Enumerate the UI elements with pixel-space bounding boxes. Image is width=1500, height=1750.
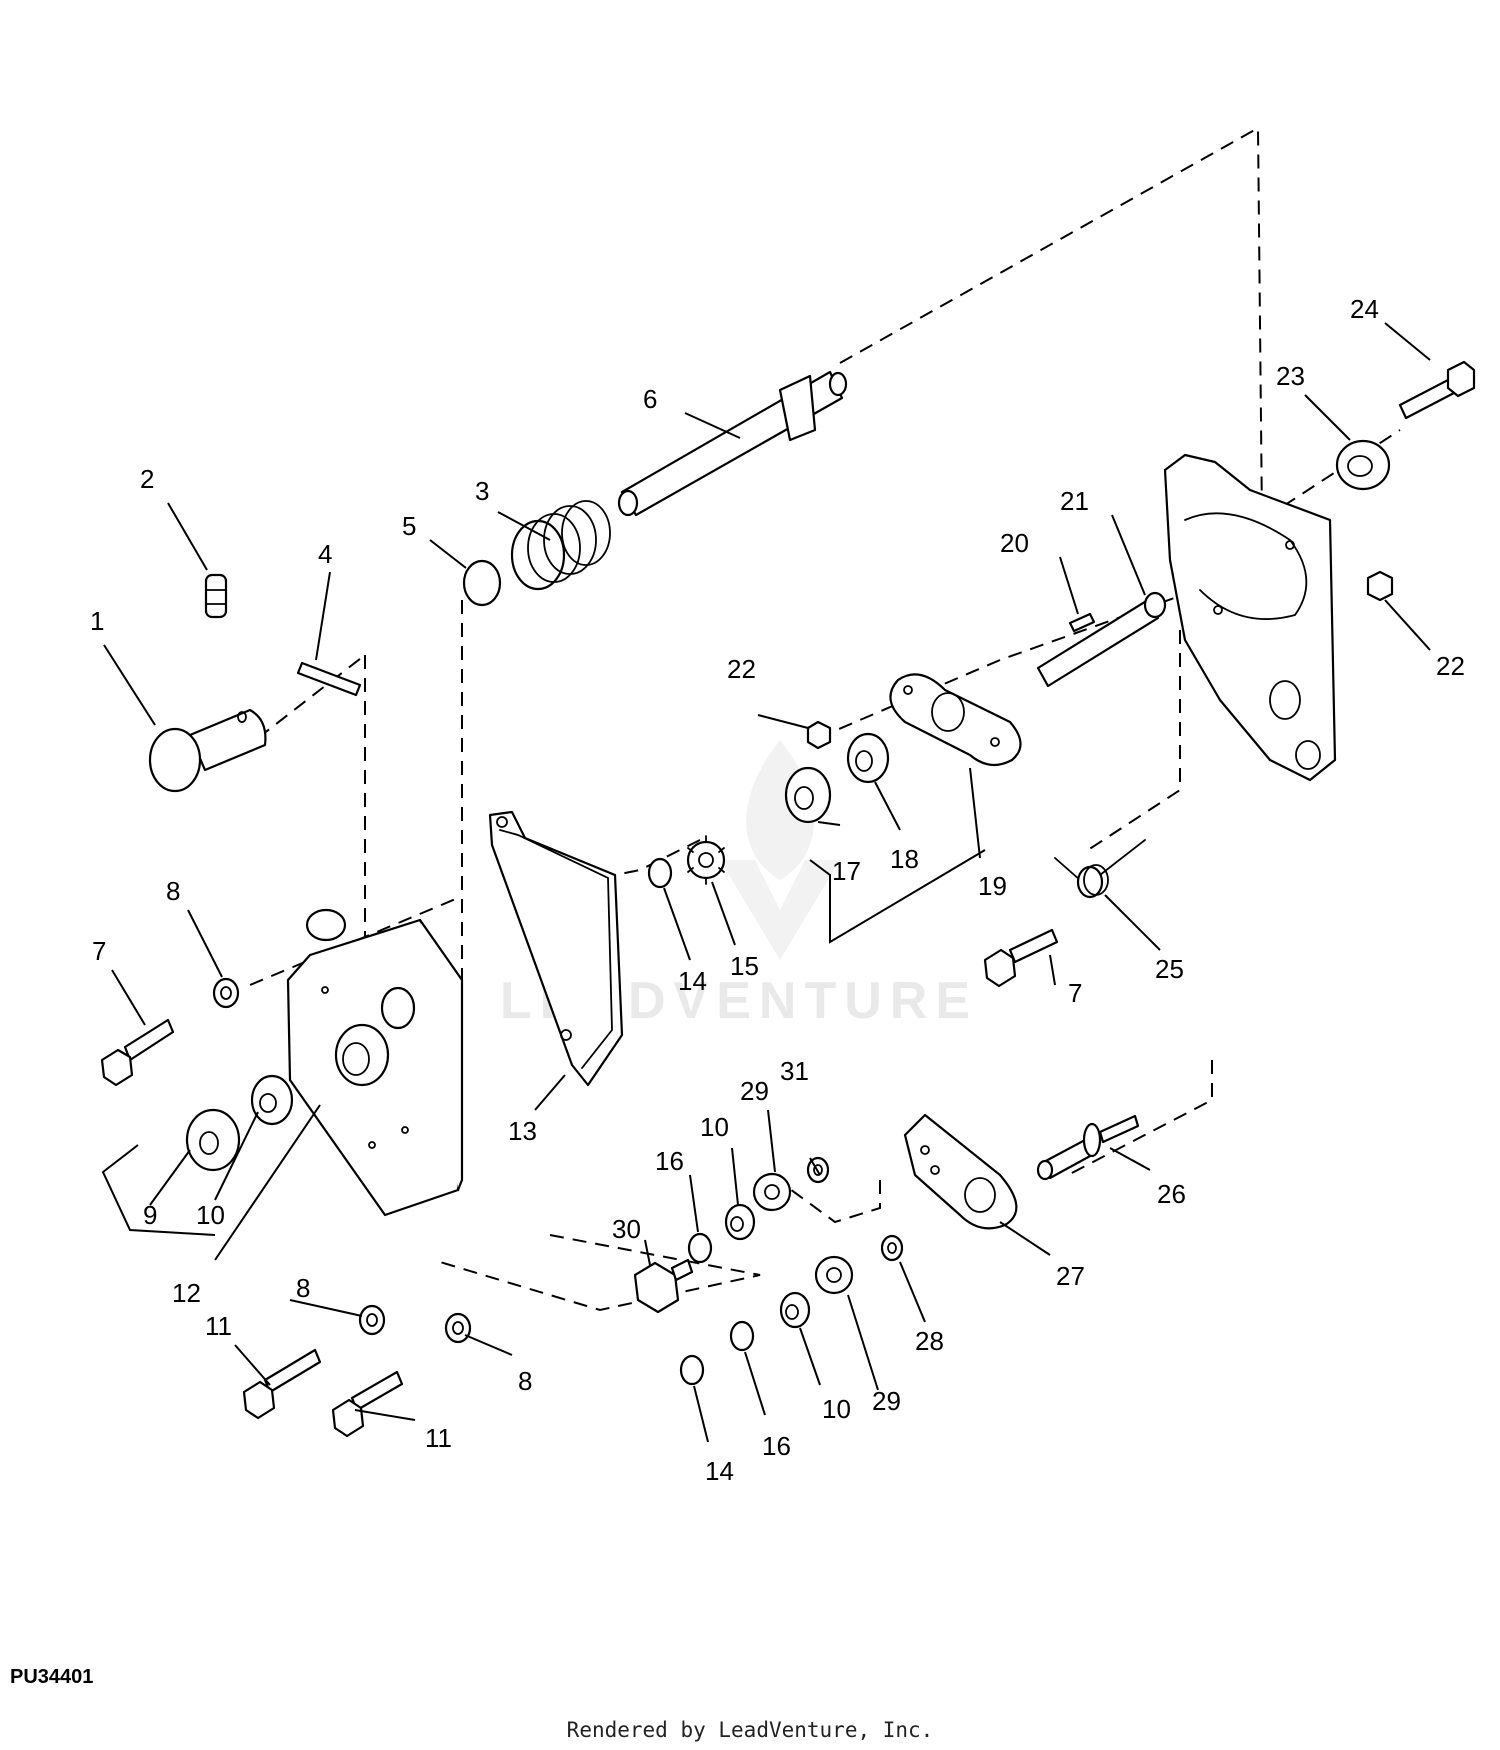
callout-21: 21 xyxy=(1060,486,1089,516)
callout-10b: 10 xyxy=(700,1112,729,1142)
callout-27: 27 xyxy=(1056,1261,1085,1291)
part-30-bolt xyxy=(633,1258,694,1314)
part-13-gasket xyxy=(488,810,624,1087)
part-7-bolt-b xyxy=(983,928,1059,988)
part-29-sprocket-b xyxy=(814,1255,854,1295)
part-12-housing xyxy=(286,908,464,1217)
callout-11b: 11 xyxy=(425,1423,452,1453)
part-4-roll-pin xyxy=(296,661,362,697)
mounting-bracket xyxy=(1163,453,1337,782)
callout-25: 25 xyxy=(1155,954,1184,984)
callout-13: 13 xyxy=(508,1116,537,1146)
part-14-ring-b xyxy=(679,1354,705,1386)
callouts: 1 2 3 4 5 6 7 7 8 8 8 9 10 10 10 10 11 1… xyxy=(90,294,1465,1486)
callout-12: 12 xyxy=(172,1278,201,1308)
callout-5: 5 xyxy=(402,511,416,541)
drawing-number: PU34401 xyxy=(10,1666,94,1688)
callout-1: 1 xyxy=(90,606,104,636)
part-17-bushing xyxy=(784,766,832,824)
part-24-bolt xyxy=(1398,360,1476,420)
callout-7: 7 xyxy=(92,936,106,966)
callout-8: 8 xyxy=(166,876,180,906)
callout-24: 24 xyxy=(1350,294,1379,324)
callout-29: 29 xyxy=(740,1076,769,1106)
callout-31: 31 xyxy=(780,1056,809,1086)
part-26-stud xyxy=(1036,1114,1140,1181)
callout-10c: 10 xyxy=(822,1394,851,1424)
part-7-bolt-a xyxy=(100,1018,175,1087)
callout-9: 9 xyxy=(143,1200,157,1230)
part-10-bushing-c xyxy=(779,1291,811,1329)
callout-14b: 14 xyxy=(705,1456,734,1486)
part-9-bushing xyxy=(185,1108,241,1172)
callout-19: 19 xyxy=(978,871,1007,901)
part-22-nut-b xyxy=(1366,570,1394,602)
part-20-key xyxy=(1068,612,1096,633)
part-11-bolt-a xyxy=(242,1348,322,1420)
part-18-bushing xyxy=(846,732,890,784)
callout-28: 28 xyxy=(915,1326,944,1356)
callout-26: 26 xyxy=(1157,1179,1186,1209)
render-credit: Rendered by LeadVenture, Inc. xyxy=(566,1718,934,1742)
callout-17: 17 xyxy=(832,856,861,886)
callout-30: 30 xyxy=(612,1214,641,1244)
callout-7b: 7 xyxy=(1068,978,1082,1008)
part-22-nut-a xyxy=(806,720,832,750)
part-5-snap-ring xyxy=(462,559,502,607)
part-28-washer xyxy=(880,1234,904,1262)
part-14-ring-a xyxy=(647,857,673,889)
part-10-bushing-a xyxy=(250,1074,294,1126)
part-3-spring xyxy=(510,500,611,591)
part-10-bushing-b xyxy=(724,1203,756,1241)
part-29-sprocket-a xyxy=(752,1172,792,1212)
callout-18: 18 xyxy=(890,844,919,874)
part-16-ring-a xyxy=(687,1232,713,1264)
part-16-ring-b xyxy=(729,1320,755,1352)
part-8-washer-b xyxy=(358,1304,386,1336)
callout-8b: 8 xyxy=(296,1273,310,1303)
callout-10: 10 xyxy=(196,1200,225,1230)
callout-3: 3 xyxy=(475,476,489,506)
callout-4: 4 xyxy=(318,539,332,569)
leader-lines xyxy=(101,322,1431,1443)
part-25-torsion-spring xyxy=(1054,839,1146,899)
callout-15: 15 xyxy=(730,951,759,981)
part-21-pin xyxy=(1036,591,1167,688)
callout-14: 14 xyxy=(678,966,707,996)
part-2-pin xyxy=(204,573,228,619)
callout-22b: 22 xyxy=(1436,651,1465,681)
part-27-arm xyxy=(903,1113,1018,1230)
callout-23: 23 xyxy=(1276,361,1305,391)
callout-11: 11 xyxy=(205,1311,232,1341)
callout-6: 6 xyxy=(643,384,657,414)
callout-2: 2 xyxy=(140,464,154,494)
callout-16b: 16 xyxy=(762,1431,791,1461)
part-15-sprocket xyxy=(686,835,726,885)
callout-29b: 29 xyxy=(872,1386,901,1416)
callout-22: 22 xyxy=(727,654,756,684)
callout-20: 20 xyxy=(1000,528,1029,558)
part-19-flange xyxy=(889,673,1022,767)
part-11-bolt-b xyxy=(331,1370,404,1438)
part-8-washer-a xyxy=(212,977,240,1009)
part-1-knob xyxy=(148,708,267,793)
part-23-lock-plate xyxy=(1335,439,1391,491)
part-6-shaft xyxy=(617,370,848,517)
part-8-washer-c xyxy=(444,1312,472,1344)
callout-8c: 8 xyxy=(518,1366,532,1396)
callout-16: 16 xyxy=(655,1146,684,1176)
